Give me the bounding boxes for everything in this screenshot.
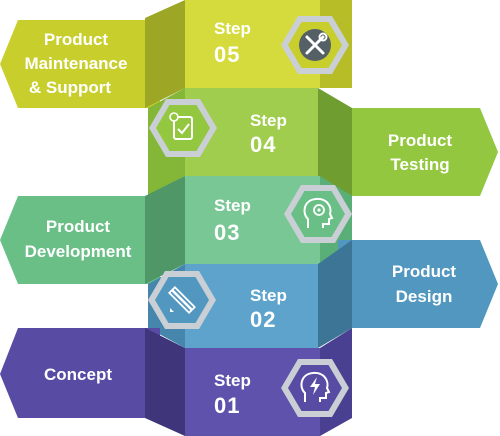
step-02-number: 02: [250, 307, 276, 332]
step-05: Product Maintenance & Support Step 05: [0, 0, 352, 108]
step-01: Concept Step 01: [0, 328, 352, 436]
head-lightning-icon: [281, 359, 349, 417]
step-03: Product Development Step 03: [0, 176, 352, 284]
step-02-label-line-2: Design: [396, 287, 453, 306]
step-02-fold: [318, 240, 352, 348]
tools-icon: [281, 16, 349, 74]
head-gear-icon: [284, 185, 352, 243]
step-05-word: Step: [214, 19, 251, 38]
step-03-word: Step: [214, 196, 251, 215]
step-01-number: 01: [214, 393, 240, 418]
step-04-number: 04: [250, 132, 276, 157]
step-03-label-line-1: Product: [46, 217, 111, 236]
step-02: Product Design Step 02: [148, 240, 498, 348]
step-01-word: Step: [214, 371, 251, 390]
step-05-fold: [145, 0, 185, 108]
step-04-label-line-1: Product: [388, 131, 453, 150]
ruler-pencil-icon: [148, 271, 216, 329]
step-05-label-line-3: & Support: [29, 78, 111, 97]
step-03-fold: [145, 176, 185, 284]
step-02-arrow: [338, 240, 498, 328]
checklist-gear-icon: [149, 99, 217, 157]
step-04-label-line-2: Testing: [390, 155, 449, 174]
step-04-fold: [318, 88, 352, 196]
step-03-number: 03: [214, 220, 240, 245]
step-05-number: 05: [214, 42, 240, 67]
step-05-label-line-2: Maintenance: [25, 54, 128, 73]
step-01-label-line-1: Concept: [44, 365, 112, 384]
step-02-word: Step: [250, 286, 287, 305]
step-03-label-line-2: Development: [25, 242, 132, 261]
step-05-label-line-1: Product: [44, 30, 109, 49]
step-04-arrow: [338, 108, 498, 196]
step-02-label-line-1: Product: [392, 262, 457, 281]
step-01-arrow: [0, 328, 160, 418]
step-04-word: Step: [250, 111, 287, 130]
step-03-arrow: [0, 196, 160, 284]
step-05-arrow: [0, 20, 160, 108]
step-01-fold: [145, 328, 185, 436]
step-04: Product Testing Step 04: [148, 88, 498, 196]
